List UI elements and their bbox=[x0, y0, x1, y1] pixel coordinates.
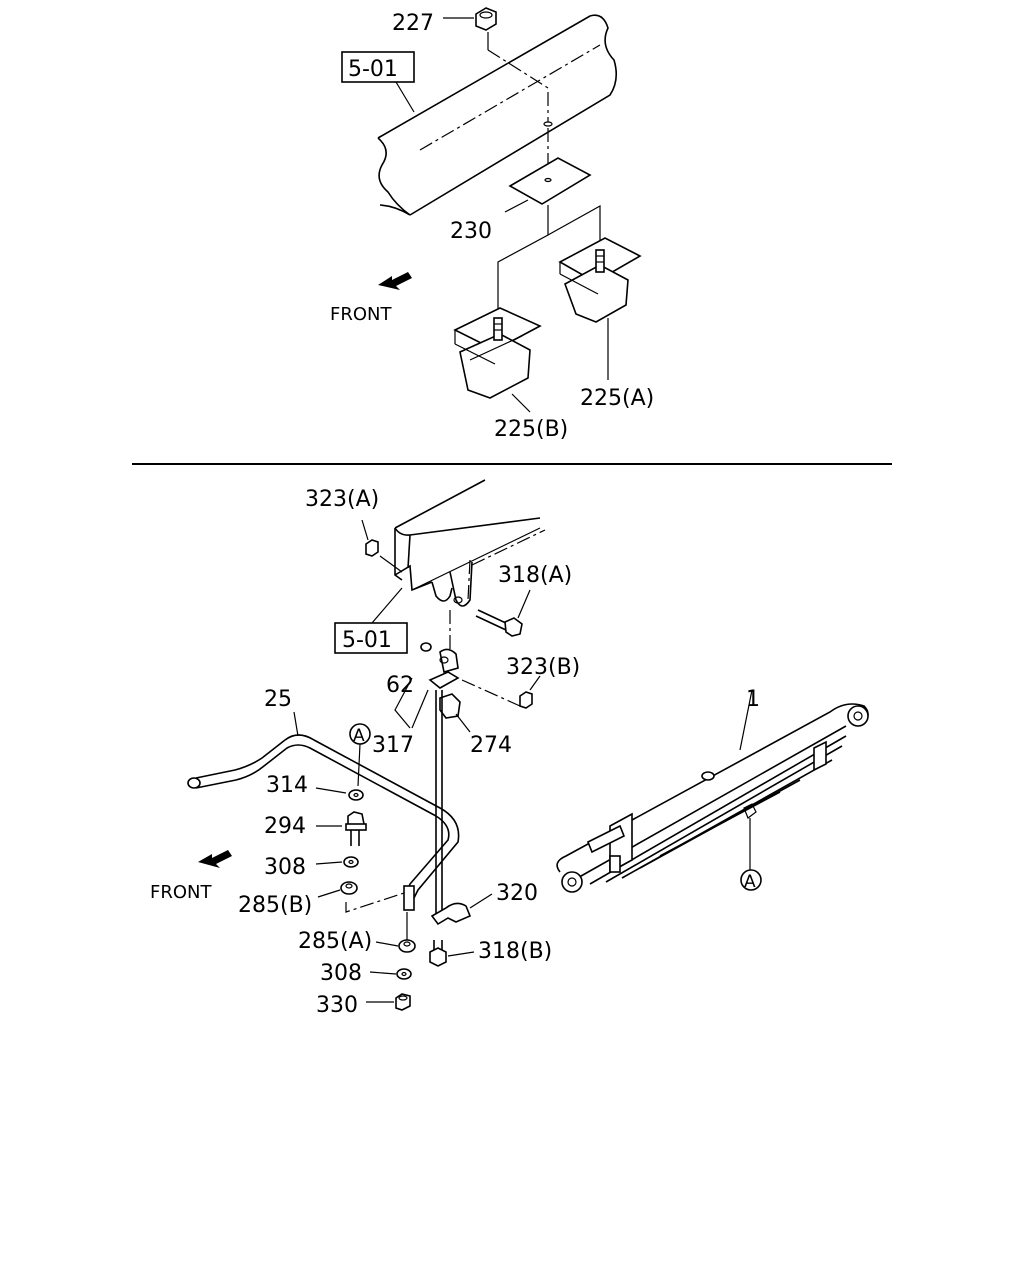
front-label-lower: FRONT bbox=[150, 882, 212, 903]
washer-314 bbox=[315, 787, 364, 801]
link-bracket-62 bbox=[420, 642, 460, 689]
leader-stopper-a bbox=[547, 204, 601, 248]
frame-ref-box-lower bbox=[334, 622, 408, 654]
label-227: 227 bbox=[392, 11, 434, 36]
nut-330 bbox=[366, 993, 411, 1011]
stabilizer-bar-25 bbox=[187, 711, 460, 911]
frame-rail-upper bbox=[377, 14, 618, 216]
frame-ref-lower: 5-01 bbox=[342, 628, 392, 653]
nut-323a bbox=[361, 519, 403, 573]
label-62: 62 bbox=[386, 673, 414, 698]
label-285b: 285(B) bbox=[238, 893, 312, 918]
label-320: 320 bbox=[496, 881, 538, 906]
label-225b: 225(B) bbox=[494, 417, 568, 442]
label-330: 330 bbox=[316, 993, 358, 1018]
leader-317 bbox=[411, 689, 429, 729]
nut-323b bbox=[461, 675, 541, 709]
circled-reference-marker: A bbox=[349, 723, 371, 787]
bump-stopper-225b bbox=[453, 307, 542, 413]
circled-reference-marker: A bbox=[740, 869, 762, 892]
bushing-285a bbox=[375, 912, 416, 953]
front-arrow-icon bbox=[378, 272, 412, 290]
bushing-285b bbox=[317, 881, 405, 913]
frame-ref-upper: 5-01 bbox=[348, 57, 398, 82]
label-323b: 323(B) bbox=[506, 655, 580, 680]
label-1: 1 bbox=[746, 687, 760, 712]
label-230: 230 bbox=[450, 219, 492, 244]
bump-stopper-225a bbox=[558, 237, 642, 380]
bolt-318b bbox=[429, 940, 475, 967]
nut-227 bbox=[443, 7, 497, 50]
link-rod bbox=[435, 690, 443, 915]
leader-62-317 bbox=[394, 677, 413, 729]
label-308-lower: 308 bbox=[320, 961, 362, 986]
label-294: 294 bbox=[264, 814, 306, 839]
bushing-274 bbox=[439, 693, 471, 733]
front-arrow-icon bbox=[198, 850, 232, 868]
bracket-320 bbox=[430, 893, 493, 926]
label-25: 25 bbox=[264, 687, 292, 712]
plate-230 bbox=[504, 157, 592, 213]
washer-308-lower bbox=[369, 968, 412, 980]
label-308-upper: 308 bbox=[264, 855, 306, 880]
leader-stopper-b bbox=[497, 205, 549, 310]
leaf-spring-1 bbox=[556, 689, 869, 893]
frame-ref-leader-upper bbox=[395, 81, 415, 113]
label-225a: 225(A) bbox=[580, 386, 654, 411]
lower-section: 323(A) 318(A) 5-01 62 317 274 bbox=[150, 479, 869, 1018]
label-314: 314 bbox=[266, 773, 308, 798]
label-274: 274 bbox=[470, 733, 512, 758]
label-318b: 318(B) bbox=[478, 939, 552, 964]
ref-a-1: A bbox=[353, 726, 365, 746]
frame-rail-lower bbox=[394, 479, 546, 650]
label-317: 317 bbox=[372, 733, 414, 758]
bolt-318a bbox=[475, 589, 531, 637]
frame-ref-leader-lower bbox=[371, 587, 403, 624]
washer-308-upper bbox=[315, 856, 359, 868]
front-label-upper: FRONT bbox=[330, 304, 392, 325]
label-323a: 323(A) bbox=[305, 487, 379, 512]
upper-section: 227 5-01 230 225(A) bbox=[330, 7, 654, 442]
bolt-294 bbox=[316, 811, 367, 846]
label-285a: 285(A) bbox=[298, 929, 372, 954]
frame-ref-box-upper bbox=[341, 51, 415, 83]
ref-a-2: A bbox=[744, 872, 756, 892]
label-318a: 318(A) bbox=[498, 563, 572, 588]
